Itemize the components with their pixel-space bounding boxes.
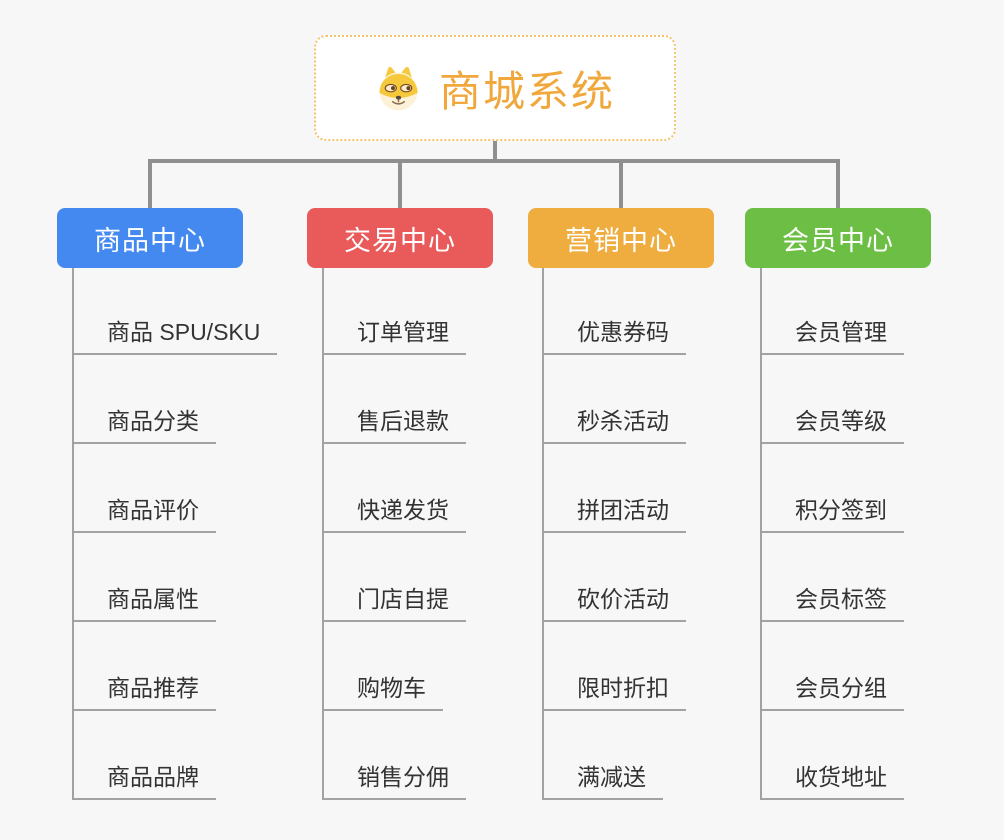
leaf-node[interactable]: 会员标签 [762,533,904,622]
dog-icon [375,65,422,112]
connector-drop [836,159,840,208]
leaf-node[interactable]: 商品品牌 [74,711,216,800]
leaf-node[interactable]: 砍价活动 [544,533,686,622]
connector-root-stub [493,141,497,159]
leaf-node[interactable]: 商品分类 [74,355,216,444]
leaf-node[interactable]: 商品评价 [74,444,216,533]
leaf-node[interactable]: 秒杀活动 [544,355,686,444]
branch-node-member[interactable]: 会员中心 [745,208,931,268]
leaf-node[interactable]: 商品属性 [74,533,216,622]
leaf-node[interactable]: 拼团活动 [544,444,686,533]
leaf-node[interactable]: 满减送 [544,711,663,800]
branch-children-member: 会员管理 会员等级 积分签到 会员标签 会员分组 收货地址 [760,268,904,800]
root-node[interactable]: 商城系统 [314,35,676,141]
connector-bus [148,159,838,163]
leaf-node[interactable]: 收货地址 [762,711,904,800]
connector-drop [619,159,623,208]
branch-node-marketing[interactable]: 营销中心 [528,208,714,268]
leaf-node[interactable]: 会员管理 [762,268,904,355]
branch-children-trade: 订单管理 售后退款 快递发货 门店自提 购物车 销售分佣 [322,268,466,800]
leaf-node[interactable]: 会员等级 [762,355,904,444]
leaf-node[interactable]: 会员分组 [762,622,904,711]
leaf-node[interactable]: 商品推荐 [74,622,216,711]
leaf-node[interactable]: 订单管理 [324,268,466,355]
connector-drop [398,159,402,208]
branch-node-trade[interactable]: 交易中心 [307,208,493,268]
leaf-node[interactable]: 积分签到 [762,444,904,533]
connector-drop [148,159,152,208]
branch-children-marketing: 优惠券码 秒杀活动 拼团活动 砍价活动 限时折扣 满减送 [542,268,686,800]
leaf-node[interactable]: 商品 SPU/SKU [74,268,278,355]
leaf-node[interactable]: 销售分佣 [324,711,466,800]
leaf-node[interactable]: 限时折扣 [544,622,686,711]
leaf-node[interactable]: 售后退款 [324,355,466,444]
leaf-node[interactable]: 优惠券码 [544,268,686,355]
branch-children-product: 商品 SPU/SKU 商品分类 商品评价 商品属性 商品推荐 商品品牌 [72,268,278,800]
leaf-node[interactable]: 快递发货 [324,444,466,533]
branch-node-product[interactable]: 商品中心 [57,208,243,268]
root-title: 商城系统 [438,67,615,115]
leaf-node[interactable]: 门店自提 [324,533,466,622]
leaf-node[interactable]: 购物车 [324,622,443,711]
